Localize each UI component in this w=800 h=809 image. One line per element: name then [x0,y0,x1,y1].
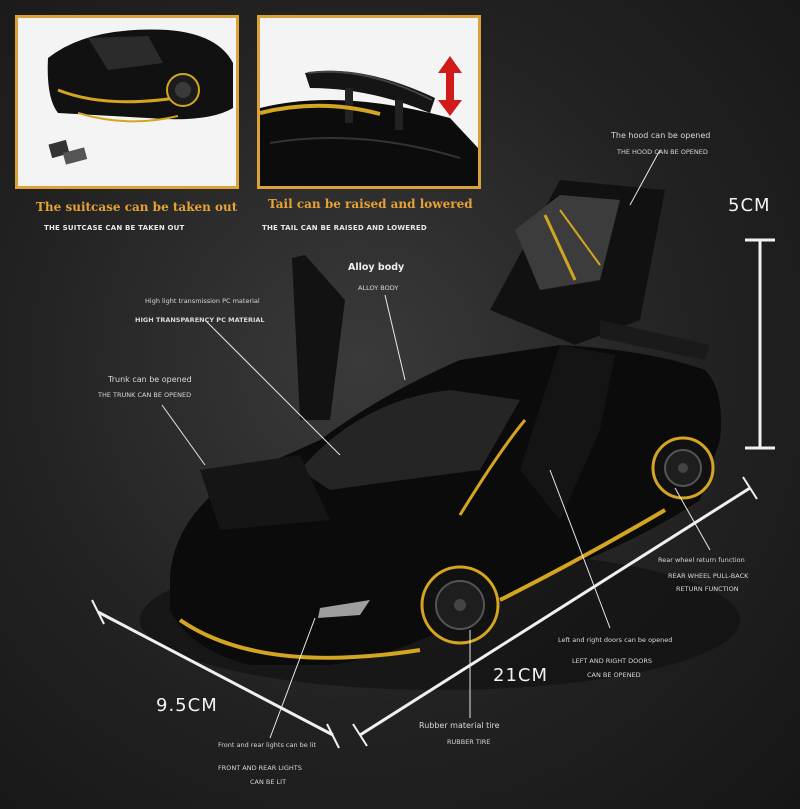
tail-caption: Tail can be raised and lowered [268,197,473,211]
length-dimension: 21CM [493,665,549,686]
rear-wheel-icon [651,436,715,500]
width-dimension: 9.5CM [156,695,218,716]
hood-callout: The hood can be opened [611,131,711,140]
alloy-callout: Alloy body [348,262,405,273]
red-arrow-icon [438,56,462,116]
tire-callout: Rubber material tire [419,721,500,730]
tail-inset-picture [260,56,478,186]
callout-lines [161,149,711,739]
lights-callout: Front and rear lights can be lit [218,741,317,749]
pullback-callout-sub: REAR WHEEL PULL-BACK [668,572,749,580]
glass-callout: High light transmission PC material [145,297,260,305]
doors-callout: Left and right doors can be opened [558,636,673,644]
doors-callout-sub: LEFT AND RIGHT DOORS [572,657,653,665]
suitcase-caption: The suitcase can be taken out [36,200,238,214]
glass-callout-sub: HIGH TRANSPARENCY PC MATERIAL [135,316,265,324]
hood-callout-sub: THE HOOD CAN BE OPENED [617,148,708,156]
suitcase-inset-picture [47,29,233,165]
doors-callout-sub2: CAN BE OPENED [587,671,641,679]
suitcase-subcaption: THE SUITCASE CAN BE TAKEN OUT [44,224,185,232]
pullback-callout: Rear wheel return function [658,556,745,564]
lights-callout-sub: FRONT AND REAR LIGHTS [218,764,302,772]
front-wheel-icon [420,565,500,645]
alloy-callout-sub: ALLOY BODY [358,284,399,292]
height-dimension: 5CM [728,195,771,216]
lights-callout-sub2: CAN BE LIT [250,778,287,786]
suitcase-inset [15,15,239,189]
trunk-callout: Trunk can be opened [108,375,192,384]
tire-callout-sub: RUBBER TIRE [447,738,491,746]
trunk-callout-sub: THE TRUNK CAN BE OPENED [98,391,192,399]
tail-inset [257,15,481,189]
tail-subcaption: THE TAIL CAN BE RAISED AND LOWERED [262,224,427,232]
pullback-callout-sub2: RETURN FUNCTION [676,585,739,593]
dimension-lines [91,238,775,749]
